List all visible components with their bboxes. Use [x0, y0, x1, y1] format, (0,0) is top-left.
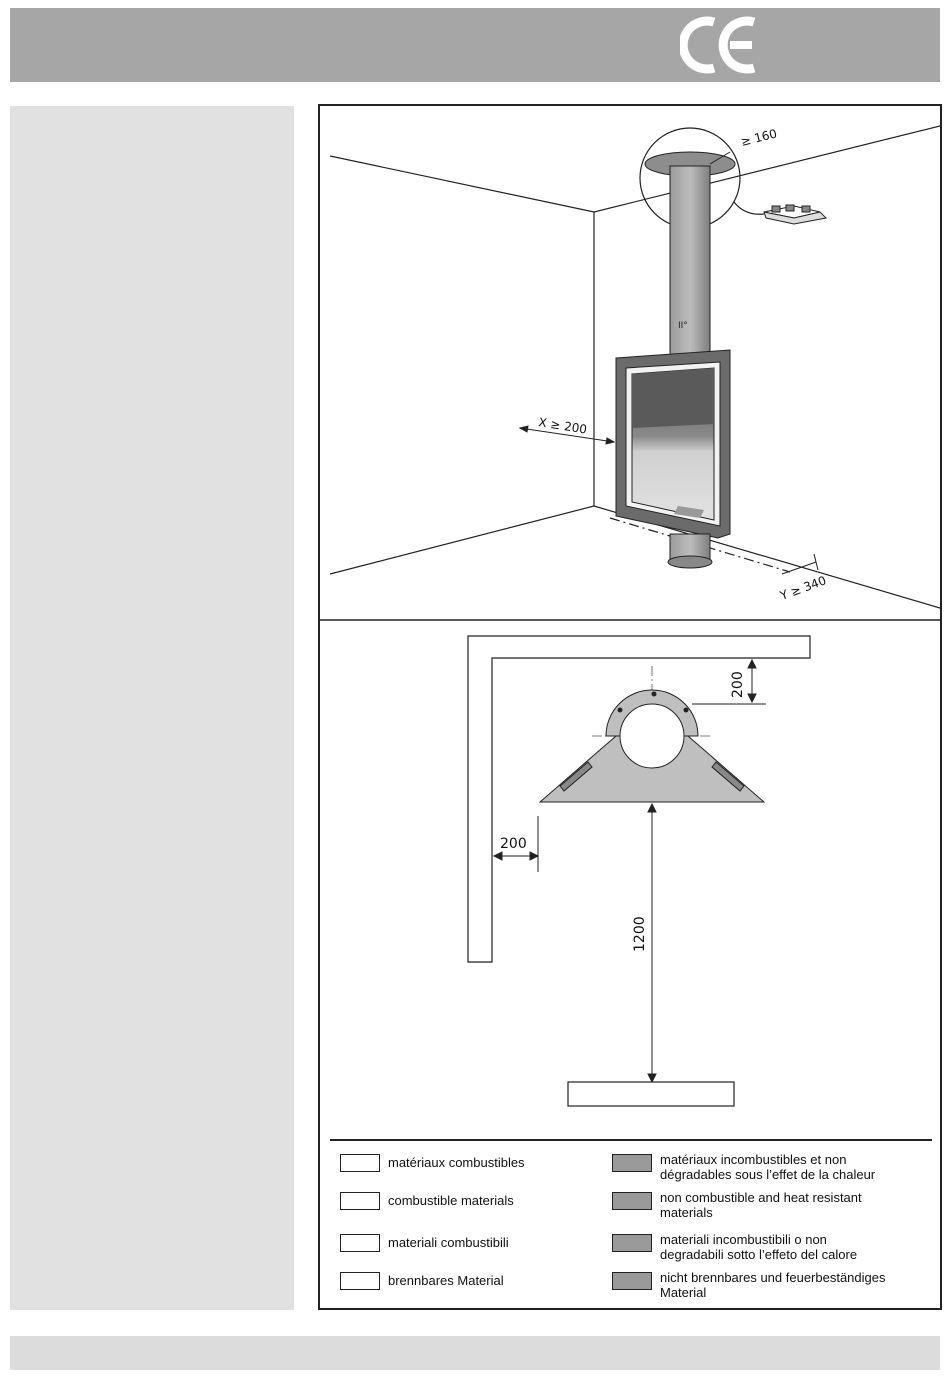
dim-floor-upper: Y ≥ 340: [777, 573, 828, 603]
swatch-combustible: [340, 1234, 380, 1252]
corner-wall-plan: [467, 635, 811, 963]
installation-diagram: ≥ 160 II°: [320, 125, 941, 1141]
dim-side-upper: X ≥ 200: [538, 415, 588, 436]
legend-label: materiali combustibili: [388, 1235, 509, 1250]
ce-mark-logo: [680, 16, 756, 74]
legend-label-line2: Material: [660, 1285, 707, 1300]
stove-body: [615, 349, 731, 569]
dim-front-arrow: [647, 802, 657, 1084]
swatch-combustible: [340, 1192, 380, 1210]
dim-x-arrow: [518, 425, 616, 445]
diagram-frame: ≥ 160 II°: [318, 104, 942, 1310]
legend-label-line1: nicht brennbares und feuerbeständiges: [660, 1270, 886, 1285]
legend-label-line1: materiali incombustibili o non: [660, 1232, 827, 1247]
legend-label-line2: dégradables sous l’effet de la chaleur: [660, 1167, 876, 1182]
legend-label: brennbares Material: [388, 1273, 504, 1288]
legend-label-line1: non combustible and heat resistant: [660, 1190, 862, 1205]
dim-y-arrow: [781, 553, 819, 575]
dim-front-plan: 1200: [632, 916, 648, 952]
swatch-combustible: [340, 1154, 380, 1172]
swatch-combustible: [340, 1272, 380, 1290]
swatch-non-combustible: [612, 1192, 652, 1210]
swatch-non-combustible: [612, 1272, 652, 1290]
dim-ceiling: ≥ 160: [739, 126, 778, 148]
bottom-bar: [10, 1336, 940, 1370]
stove-plan: [538, 689, 766, 803]
swatch-non-combustible: [612, 1154, 652, 1172]
swatch-non-combustible: [612, 1234, 652, 1252]
top-banner: [10, 8, 940, 82]
dim-side-plan: 200: [500, 836, 527, 852]
legend-label-line1: matériaux incombustibles et non: [660, 1152, 847, 1167]
chimney-pipe: [669, 165, 711, 357]
front-clearance-block: [567, 1081, 735, 1107]
legend-label-line2: degradabili sotto l’effeto del calore: [660, 1247, 858, 1262]
pipe-mark: II°: [678, 321, 688, 331]
side-panel: [10, 106, 294, 1310]
dim-side-arrow: [492, 816, 540, 872]
dim-back-arrow: [692, 658, 766, 705]
legend-label-line2: materials: [660, 1205, 713, 1220]
legend-label: matériaux combustibles: [388, 1155, 525, 1170]
dim-back-plan: 200: [730, 671, 746, 698]
legend-label: combustible materials: [388, 1193, 514, 1208]
manual-book-icon: [763, 204, 828, 225]
